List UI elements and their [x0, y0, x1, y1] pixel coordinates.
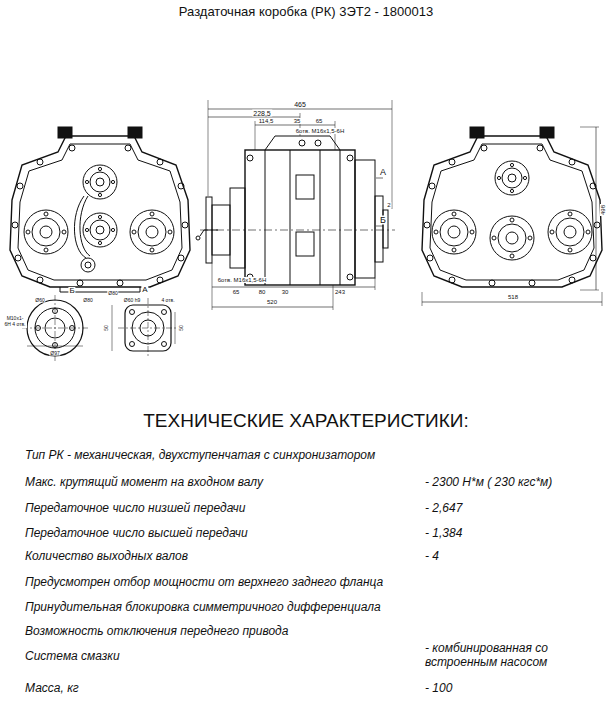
- rear-view: [422, 127, 602, 287]
- dimension: 498: [600, 204, 606, 216]
- flange-view-a: [112, 298, 178, 358]
- view-mark: А: [379, 168, 387, 177]
- front-view: [10, 127, 190, 292]
- spec-value: - 4: [425, 550, 439, 562]
- thread-note: 6отв. М16х1,5-6Н: [217, 277, 268, 283]
- dimension: Ø60: [34, 298, 45, 303]
- dimension: 80: [258, 289, 267, 295]
- view-mark: Б: [379, 216, 387, 225]
- dimension: 228,5: [252, 110, 272, 117]
- spec-value: - 2,647: [425, 502, 462, 514]
- dimension: Ø80: [107, 291, 118, 296]
- dimension: 35: [293, 118, 302, 124]
- dimension: 50: [179, 324, 184, 332]
- dimension: 243: [334, 289, 346, 295]
- dimension: 2: [386, 202, 391, 208]
- spec-row: Масса, кг: [25, 682, 79, 694]
- dimension: 65: [315, 118, 324, 124]
- view-mark: Б: [68, 287, 75, 295]
- dimension: Ø80: [82, 298, 93, 303]
- spec-row: Передаточное число низшей передачи: [25, 502, 245, 514]
- spec-row: Передаточное число высшей передачи: [25, 527, 248, 539]
- spec-value: - 2300 Н*м ( 230 кгс*м): [425, 476, 552, 488]
- spec-row: Принудительная блокировка симметричного …: [25, 601, 381, 613]
- dimension: 30: [281, 289, 290, 295]
- thread-note: 6отв. М16х1,5-6Н: [295, 128, 346, 134]
- drawing-title: Раздаточная коробка (РК) 3ЭТ2 - 1800013: [0, 5, 612, 18]
- view-mark: А: [141, 286, 148, 294]
- thread-note: М10х1-6Н 4 отв.: [3, 316, 27, 328]
- hole-note: 4 отв.: [160, 298, 175, 303]
- spec-row: Количество выходных валов: [25, 550, 188, 562]
- dimension: Ø60 h9: [123, 298, 141, 303]
- dimension: 465: [293, 101, 307, 108]
- dimension: 50: [104, 324, 109, 332]
- dimension: 520: [266, 299, 278, 305]
- spec-heading: ТЕХНИЧЕСКИЕ ХАРАКТЕРИСТИКИ:: [143, 411, 469, 430]
- dimension: 65: [232, 289, 241, 295]
- side-view: [196, 100, 395, 310]
- spec-row: Макс. крутящий момент на входном валу: [25, 476, 263, 488]
- spec-value: - 100: [425, 682, 452, 694]
- spec-row: Возможность отключения переднего привода: [25, 625, 288, 637]
- spec-row: Тип РК - механическая, двухступенчатая с…: [25, 449, 375, 461]
- spec-row: Система смазки: [25, 650, 120, 662]
- spec-value: - комбинированная со встроенным насосом: [425, 642, 595, 670]
- dimension: 114,5: [258, 118, 275, 124]
- flange-view-b: [22, 295, 88, 361]
- spec-row: Предусмотрен отбор мощности от верхнего …: [25, 576, 383, 588]
- dimension: 518: [507, 294, 519, 300]
- dimension: Ø97: [49, 351, 60, 356]
- spec-value: - 1,384: [425, 527, 462, 539]
